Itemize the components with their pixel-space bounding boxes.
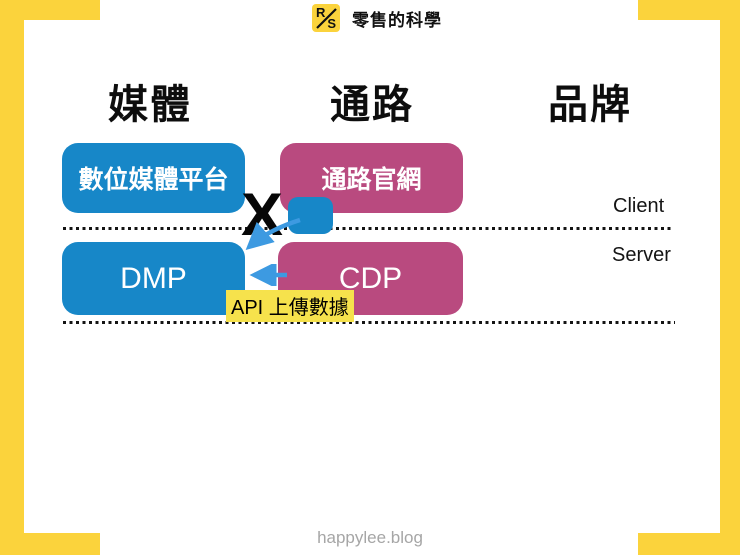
- frame-left-bar: [0, 0, 24, 555]
- mini-tracker-box: [288, 197, 333, 234]
- column-header-channel: 通路: [330, 83, 414, 127]
- logo-letter-s: S: [327, 16, 336, 31]
- box-dmp: DMP: [62, 242, 245, 315]
- frame-top-right: [638, 0, 740, 20]
- frame-right-bar: [720, 0, 740, 555]
- server-bottom-divider: [63, 321, 675, 324]
- logo-title: 零售的科學: [352, 10, 442, 30]
- site-logo: R S 零售的科學: [312, 4, 442, 32]
- frame-top-left: [0, 0, 100, 20]
- frame-bottom-right: [638, 533, 740, 555]
- rs-logo-icon: R S: [312, 4, 340, 32]
- column-header-media: 媒體: [108, 83, 192, 127]
- column-header-brand: 品牌: [548, 83, 632, 127]
- footer-site-url: happylee.blog: [317, 528, 423, 547]
- server-label: Server: [612, 244, 671, 266]
- frame-bottom-left: [0, 533, 100, 555]
- logo-slash-icon: [316, 8, 337, 29]
- box-digital-media-platform: 數位媒體平台: [62, 143, 245, 213]
- curved-arrow-minibox-to-dmp: [245, 217, 301, 250]
- client-server-divider: [63, 227, 673, 230]
- arrow-cdp-to-dmp: [249, 264, 287, 286]
- logo-letter-r: R: [316, 5, 326, 20]
- api-upload-label: API 上傳數據: [226, 290, 354, 322]
- client-label: Client: [613, 195, 665, 217]
